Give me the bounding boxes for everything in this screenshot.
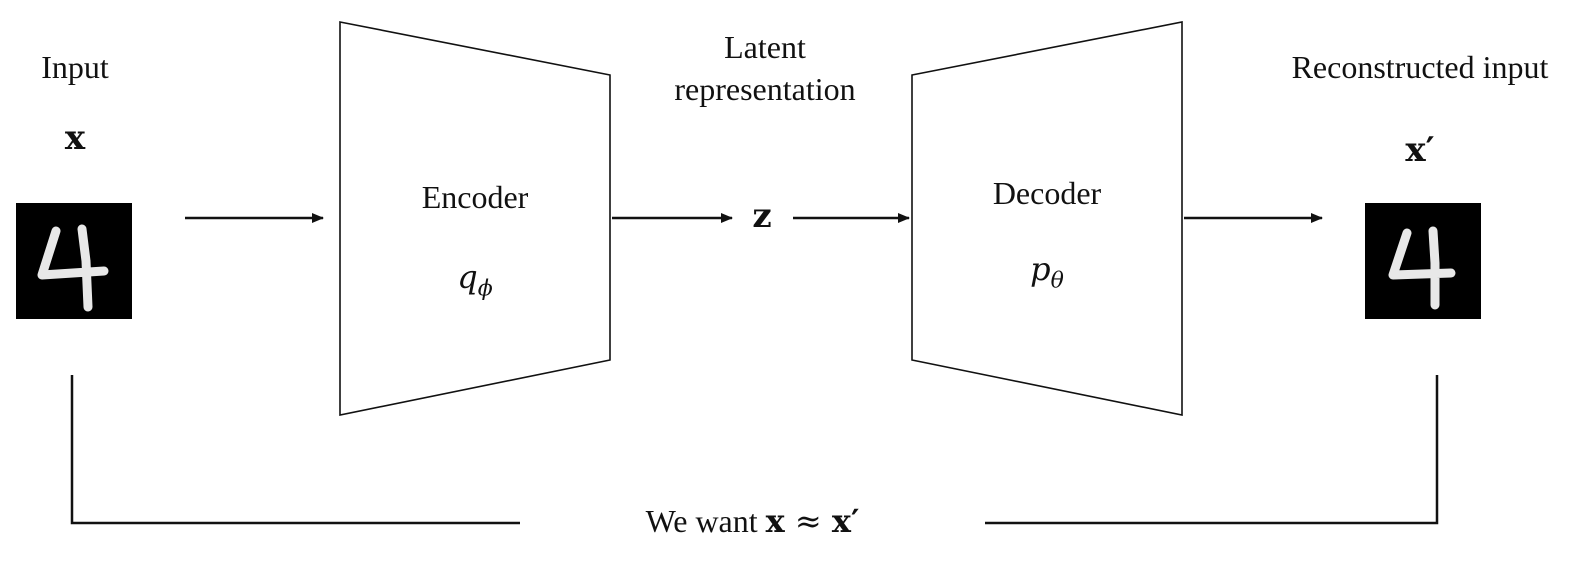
encoder-block <box>339 21 611 416</box>
objective-relation: ≈ <box>784 502 832 540</box>
decoder-symbol-sub: θ <box>1050 268 1064 294</box>
latent-label-line2: representation <box>674 71 856 107</box>
objective-rhs: x′ <box>831 502 860 540</box>
decoder-symbol: pθ <box>947 250 1147 295</box>
objective-lhs: x <box>765 502 785 540</box>
objective-prefix: We want <box>645 503 766 539</box>
output-symbol: x′ <box>1405 130 1435 170</box>
input-symbol: x <box>64 118 86 158</box>
output-label: Reconstructed input <box>1291 49 1549 85</box>
input-digit-image <box>16 203 132 319</box>
encoder-symbol: qϕ <box>375 258 575 303</box>
decoder-label: Decoder <box>992 175 1102 211</box>
digit-four-icon <box>1388 226 1456 310</box>
objective-text: We want x ≈ x′ <box>540 502 965 540</box>
latent-symbol: z <box>752 196 772 236</box>
encoder-symbol-base: q <box>457 258 478 296</box>
latent-label-line1: Latent <box>724 29 806 65</box>
output-digit-image <box>1365 203 1481 319</box>
comparison-bracket-right <box>985 375 1439 525</box>
input-label: Input <box>41 49 109 85</box>
comparison-bracket-left <box>70 375 520 525</box>
decoder-block <box>911 21 1183 416</box>
encoder-symbol-sub: ϕ <box>477 276 493 302</box>
latent-label: Latent representation <box>640 26 890 110</box>
decoder-symbol-base: p <box>1030 250 1051 288</box>
encoder-label: Encoder <box>421 179 529 215</box>
digit-four-icon <box>37 224 109 312</box>
